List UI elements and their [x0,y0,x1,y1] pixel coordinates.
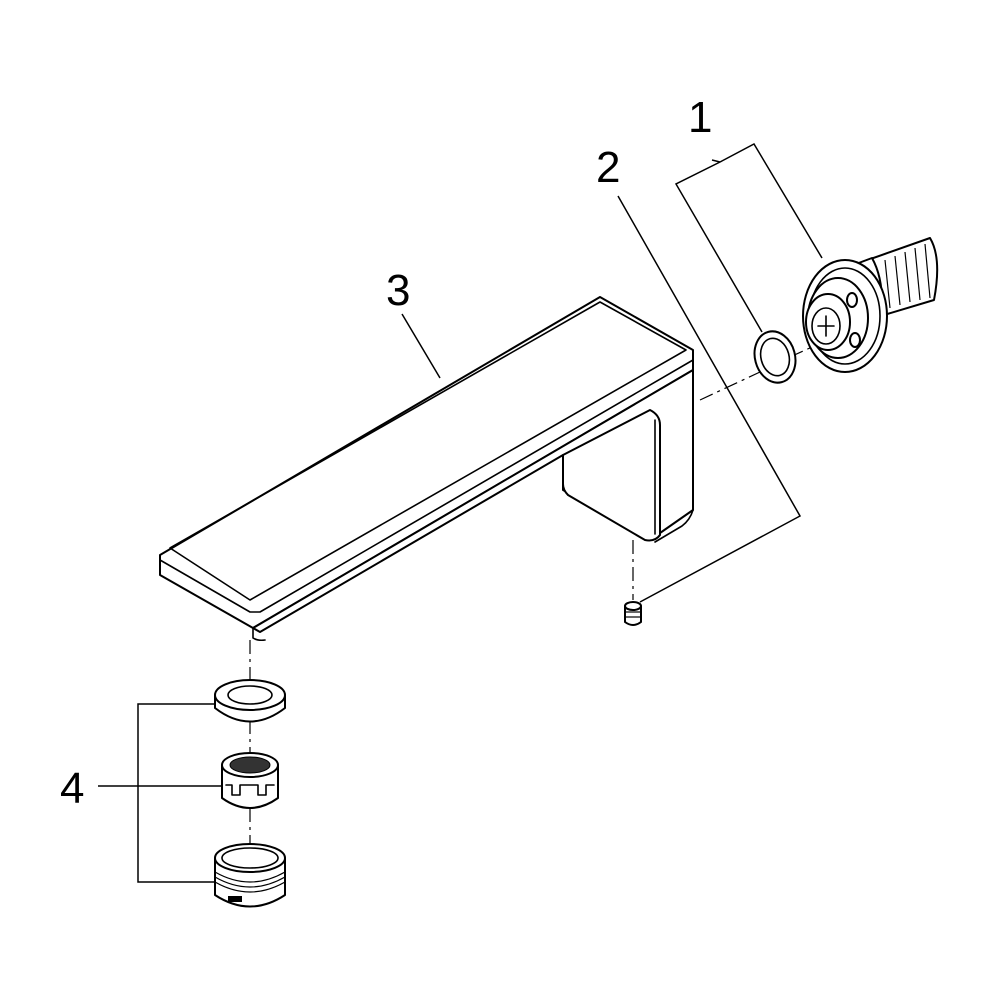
part-label-2: 2 [596,143,620,192]
part-label-4: 4 [60,764,84,813]
part-label-1: 1 [688,93,712,142]
leader-line-part-1 [674,143,823,333]
part-label-3: 3 [386,266,410,315]
leader-line-part-3 [401,313,441,379]
leader-lines [98,143,823,883]
aerator-insert-icon [221,752,279,809]
o-ring-icon [753,330,797,384]
aerator-set-icon [214,679,286,908]
leader-line-part-2 [617,195,802,603]
leader-line-part-4 [98,703,222,883]
wall-mount-connector-icon [802,237,939,373]
set-screw-icon [624,601,642,626]
aerator-housing-icon [214,843,286,908]
washer-icon [214,679,286,723]
spout-body-icon [159,296,694,642]
